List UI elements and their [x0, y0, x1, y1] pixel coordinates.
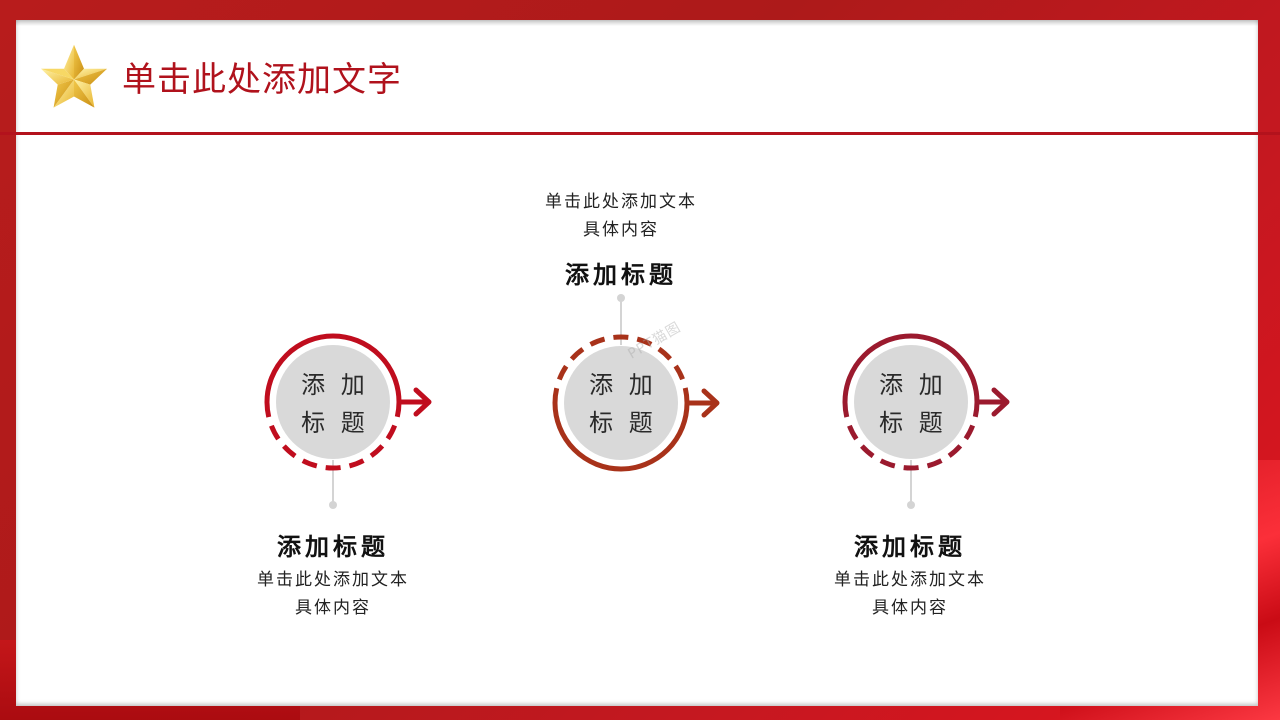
step3-solid-arc	[842, 333, 980, 405]
step2-graphic	[552, 294, 720, 472]
step1-circle-line1: 添 加	[301, 371, 369, 399]
step2-desc-line1: 单击此处添加文本	[545, 192, 697, 212]
step2-title[interactable]: 添加标题	[565, 261, 677, 289]
step3-desc-line2: 具体内容	[872, 598, 948, 618]
step3-circle	[854, 345, 968, 459]
step1-stem-dot	[329, 501, 337, 509]
step1-description[interactable]: 单击此处添加文本 具体内容	[213, 566, 453, 622]
step2-solid-arc	[552, 400, 690, 472]
step3-description[interactable]: 单击此处添加文本 具体内容	[790, 566, 1030, 622]
gold-star-icon	[40, 44, 108, 108]
panel-shadow	[16, 20, 1258, 26]
header-divider	[0, 132, 1280, 135]
step2-description[interactable]: 单击此处添加文本 具体内容	[501, 188, 741, 244]
step3-circle-line1: 添 加	[879, 371, 947, 399]
step2-stem-dot	[617, 294, 625, 302]
step3-arrow-icon	[974, 387, 1010, 417]
step1-circle-line2: 标 题	[301, 409, 369, 437]
step1-graphic	[264, 333, 432, 509]
step1-circle-label[interactable]: 添 加 标 题	[279, 366, 391, 442]
step2-circle-line2: 标 题	[589, 409, 657, 437]
step3-dashed-arc	[842, 401, 980, 471]
step2-circle	[564, 346, 678, 460]
step1-desc-line2: 具体内容	[295, 598, 371, 618]
step3-stem-dot	[907, 501, 915, 509]
step3-circle-label[interactable]: 添 加 标 题	[857, 366, 969, 442]
step2-circle-label[interactable]: 添 加 标 题	[567, 366, 679, 442]
step1-title[interactable]: 添加标题	[277, 533, 389, 561]
step1-circle	[276, 345, 390, 459]
step2-desc-line2: 具体内容	[583, 220, 659, 240]
step1-desc-line1: 单击此处添加文本	[257, 570, 409, 590]
step3-graphic	[842, 333, 1010, 509]
page-title[interactable]: 单击此处添加文字	[122, 60, 402, 100]
step3-title[interactable]: 添加标题	[854, 533, 966, 561]
step3-desc-line1: 单击此处添加文本	[834, 570, 986, 590]
step3-circle-line2: 标 题	[879, 409, 947, 437]
step1-arrow-icon	[396, 387, 432, 417]
step2-arrow-icon	[684, 388, 720, 418]
step1-solid-arc	[264, 333, 402, 405]
step2-circle-line1: 添 加	[589, 371, 657, 399]
step2-dashed-arc	[552, 334, 690, 404]
step1-dashed-arc	[264, 401, 402, 471]
